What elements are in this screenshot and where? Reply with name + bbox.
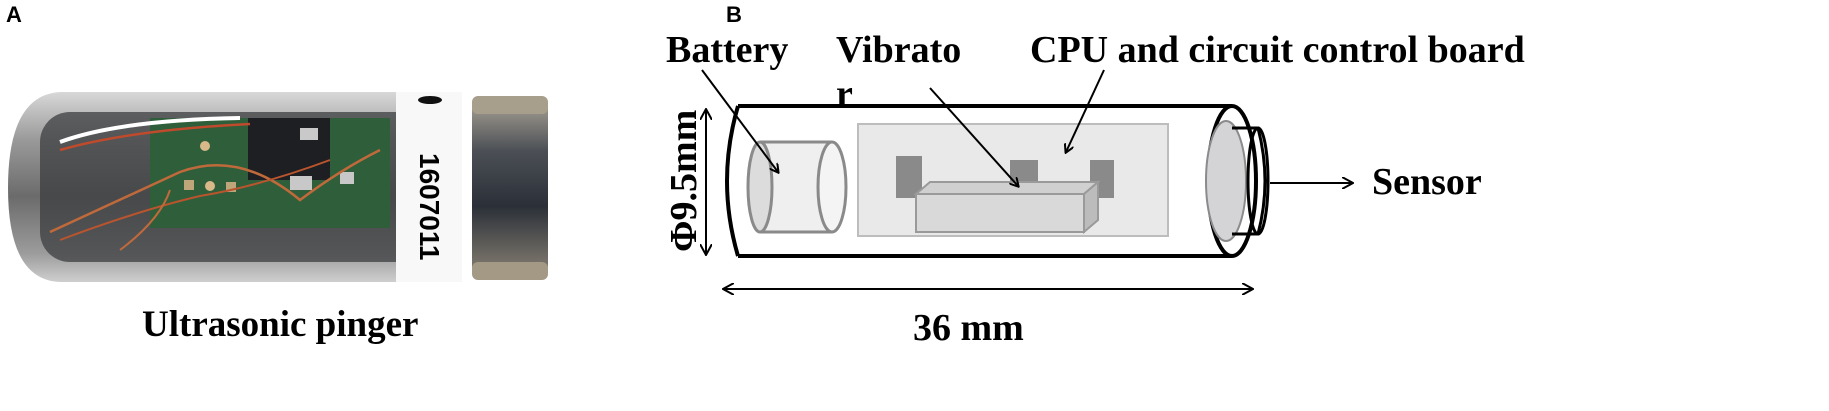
sensor-cap-icon — [1205, 120, 1270, 242]
battery-pointer — [701, 69, 778, 172]
vibrator-icon — [913, 179, 1101, 235]
vibrator-label-line1: Vibrato — [836, 29, 962, 71]
panel-a-letter: A — [6, 2, 22, 27]
label-dot — [418, 96, 442, 104]
length-label: 36 mm — [913, 307, 1024, 349]
pinger-end-cap — [472, 96, 548, 280]
battery-label: Battery — [666, 29, 789, 71]
cpu-pointer — [1066, 69, 1105, 152]
outer-tube — [725, 104, 1258, 258]
sensor-label: Sensor — [1372, 161, 1482, 203]
wire-icon — [59, 116, 241, 144]
vibrator-label-line2: r — [836, 73, 853, 115]
panel-b-letter: B — [726, 2, 742, 27]
diameter-label: Φ9.5mm — [663, 109, 705, 252]
id-label — [396, 92, 462, 282]
cpu-label: CPU and circuit control board — [1030, 29, 1525, 71]
panel-a-caption: Ultrasonic pinger — [142, 304, 419, 345]
vibrator-pointer — [929, 87, 1018, 186]
pinger-photo — [8, 92, 548, 282]
battery-icon — [746, 140, 848, 234]
